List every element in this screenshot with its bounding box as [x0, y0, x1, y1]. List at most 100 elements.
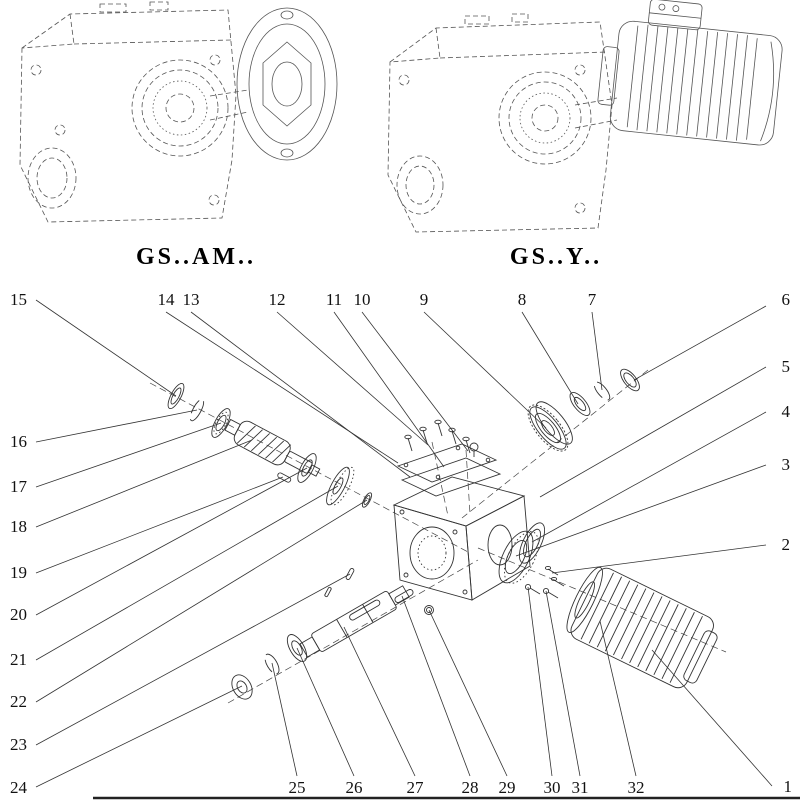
mounting-flange [498, 530, 539, 584]
leader-line-7 [591, 311, 603, 391]
callout-number-26: 26 [346, 778, 363, 797]
flange-bolts [544, 565, 565, 587]
circlip-output [264, 653, 280, 675]
leader-line-12 [276, 311, 429, 446]
callout-number-18: 18 [10, 517, 27, 536]
callout-number-4: 4 [782, 402, 791, 421]
leader-line-29 [428, 609, 508, 777]
washer-output [231, 674, 253, 700]
gs-y-housing-outline [387, 13, 618, 233]
leader-line-11 [333, 311, 445, 468]
callout-number-14: 14 [158, 290, 176, 309]
callout-number-16: 16 [10, 432, 27, 451]
leader-line-6 [633, 305, 767, 381]
inspection-cover [396, 443, 498, 483]
callout-number-10: 10 [354, 290, 371, 309]
callout-number-30: 30 [544, 778, 561, 797]
callout-number-23: 23 [10, 735, 27, 754]
leader-line-5 [539, 366, 767, 498]
callout-number-28: 28 [462, 778, 479, 797]
worm-gear [527, 401, 573, 452]
bearing-worm-rear [297, 453, 317, 483]
callout-number-6: 6 [782, 290, 791, 309]
gearbox-housing [392, 476, 531, 601]
motor-bolts-washers [524, 583, 559, 599]
motor-axis-line [477, 547, 727, 653]
leader-line-17 [35, 422, 222, 488]
motor [566, 566, 718, 689]
callout-number-3: 3 [782, 455, 791, 474]
leader-line-24 [35, 685, 243, 788]
circlip-gear [593, 381, 611, 401]
leader-line-27 [343, 626, 416, 777]
callout-number-15: 15 [10, 290, 27, 309]
drain-plug [424, 605, 434, 615]
exploded-view [149, 368, 727, 704]
callout-number-19: 19 [10, 563, 27, 582]
flange-gasket [518, 522, 546, 564]
bearing-input [211, 408, 231, 438]
worm-shaft [224, 418, 321, 477]
leader-line-25 [271, 662, 298, 777]
retaining-ring [361, 492, 373, 508]
leader-line-14 [165, 311, 399, 464]
shaft-key-pin [277, 472, 292, 483]
leader-line-10 [361, 311, 469, 452]
leader-line-32 [599, 620, 637, 777]
shaft-key-output [394, 589, 414, 603]
gearbox-drawing-gs-y [387, 0, 783, 233]
gs-am-output-flange [236, 7, 338, 161]
callout-number-11: 11 [326, 290, 342, 309]
dowel-pin [345, 568, 355, 580]
bearing-output [286, 634, 308, 662]
oil-slinger-disc [326, 466, 355, 506]
callout-number-21: 21 [10, 650, 27, 669]
callout-number-7: 7 [588, 290, 597, 309]
model-label-gs-am: GS..AM.. [136, 244, 256, 270]
callout-number-31: 31 [572, 778, 589, 797]
model-label-gs-y: GS..Y.. [510, 244, 602, 270]
leader-line-19 [35, 476, 284, 574]
leader-line-30 [527, 586, 553, 777]
cover-screws [404, 419, 471, 454]
gs-am-housing-outline [19, 1, 249, 223]
bearing-gear [569, 392, 591, 416]
leader-line-18 [35, 439, 253, 528]
leader-line-21 [35, 485, 339, 661]
leader-line-4 [531, 411, 767, 543]
leader-line-9 [423, 311, 547, 429]
callout-number-1: 1 [784, 777, 793, 796]
leader-line-26 [296, 647, 355, 777]
gear-axis-line [461, 369, 649, 519]
callout-number-25: 25 [289, 778, 306, 797]
dowel-pin-2 [324, 586, 332, 598]
callout-number-12: 12 [269, 290, 286, 309]
gearbox-drawing-gs-am [19, 1, 338, 223]
output-axis-line [227, 559, 479, 704]
leader-line-23 [35, 573, 351, 746]
callout-number-32: 32 [628, 778, 645, 797]
leader-line-8 [521, 311, 579, 405]
leader-line-1 [651, 649, 773, 787]
callout-number-27: 27 [407, 778, 425, 797]
leader-line-16 [35, 409, 198, 443]
callout-number-24: 24 [10, 778, 28, 797]
callout-number-20: 20 [10, 605, 27, 624]
leader-line-31 [545, 590, 581, 777]
leader-line-2 [551, 544, 767, 574]
leader-line-13 [190, 311, 411, 478]
leader-line-20 [35, 467, 308, 616]
callout-number-29: 29 [499, 778, 516, 797]
leader-line-3 [515, 464, 767, 557]
callout-number-22: 22 [10, 692, 27, 711]
gs-y-motor [597, 0, 783, 146]
vent-plug [469, 442, 479, 457]
output-shaft [299, 585, 410, 658]
callout-number-2: 2 [782, 535, 791, 554]
callout-number-13: 13 [183, 290, 200, 309]
leader-line-22 [35, 499, 368, 703]
callout-number-5: 5 [782, 357, 791, 376]
